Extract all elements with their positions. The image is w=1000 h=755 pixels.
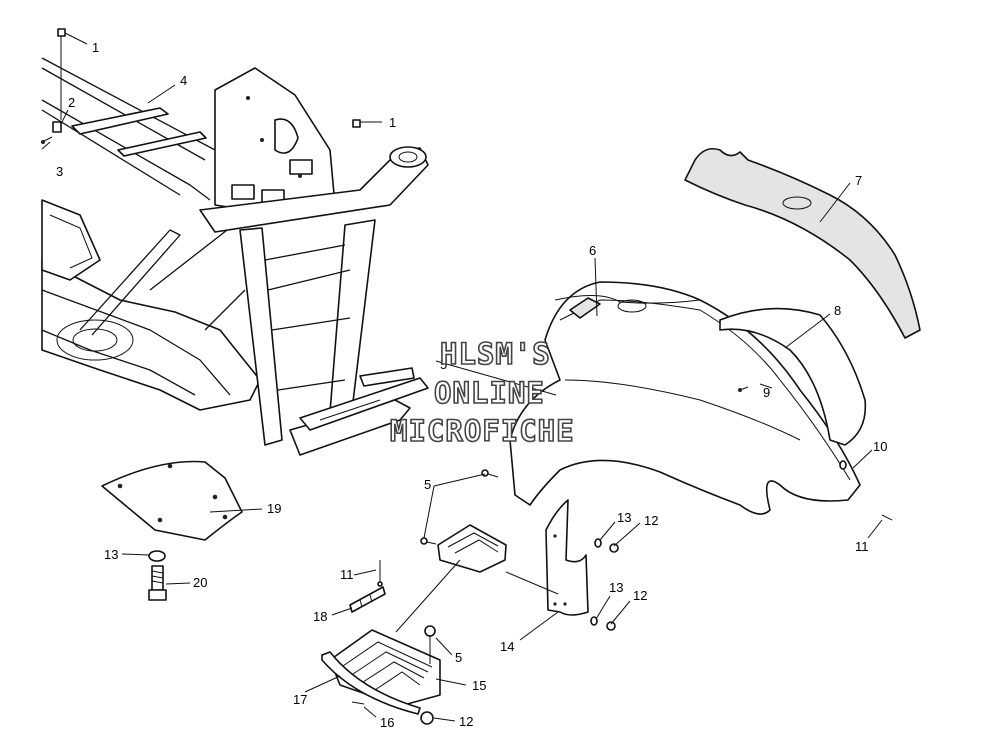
skid-plate-19 bbox=[101, 460, 243, 541]
callout-19: 19 bbox=[267, 501, 281, 516]
washer-13 bbox=[148, 550, 166, 562]
watermark-line-3: MICROFICHE bbox=[389, 413, 575, 449]
screw-10 bbox=[839, 460, 847, 470]
callout-12c: 12 bbox=[459, 714, 473, 729]
screw-9 bbox=[738, 386, 749, 392]
callout-4: 4 bbox=[180, 73, 187, 88]
bolt-5a bbox=[481, 469, 499, 478]
rail-18 bbox=[349, 586, 386, 613]
watermark-line-2: ONLINE bbox=[433, 375, 545, 411]
fender-liner-8 bbox=[719, 307, 867, 446]
footrest-rail-17 bbox=[321, 651, 421, 715]
callout-18: 18 bbox=[313, 609, 327, 624]
callout-9: 9 bbox=[763, 385, 770, 400]
callout-5a: 5 bbox=[440, 357, 447, 372]
callout-1a: 1 bbox=[92, 40, 99, 55]
callout-11a: 11 bbox=[855, 539, 869, 554]
tab-fastener-1a bbox=[57, 28, 88, 120]
callout-14: 14 bbox=[500, 639, 514, 654]
front-fender-6 bbox=[509, 281, 861, 515]
callout-20: 20 bbox=[193, 575, 207, 590]
callout-1b: 1 bbox=[389, 115, 396, 130]
callout-8: 8 bbox=[834, 303, 841, 318]
mud-flap-14 bbox=[545, 499, 589, 616]
washer-13c bbox=[590, 616, 598, 626]
bolt-5b bbox=[420, 537, 437, 545]
callout-3: 3 bbox=[56, 164, 63, 179]
callout-15: 15 bbox=[472, 678, 486, 693]
callout-17: 17 bbox=[293, 692, 307, 707]
screw-11b bbox=[377, 560, 383, 587]
callout-13c: 13 bbox=[609, 580, 623, 595]
callout-5b: 5 bbox=[424, 477, 431, 492]
watermark-line-1: HLSM'S bbox=[439, 336, 551, 372]
callout-6: 6 bbox=[589, 243, 596, 258]
bolt-5c bbox=[424, 625, 436, 664]
clip-2 bbox=[52, 109, 69, 133]
bolt-20 bbox=[148, 565, 167, 601]
top-panel-7 bbox=[684, 147, 921, 339]
callout-13b: 13 bbox=[104, 547, 118, 562]
screw-3 bbox=[41, 136, 53, 144]
callout-7: 7 bbox=[855, 173, 862, 188]
nut-12b bbox=[606, 621, 616, 631]
leader-lines bbox=[41, 84, 883, 722]
screw-11a bbox=[881, 514, 893, 521]
nut-12a bbox=[609, 543, 619, 553]
chassis-frame bbox=[41, 57, 429, 456]
callout-16: 16 bbox=[380, 715, 394, 730]
callout-10: 10 bbox=[873, 439, 887, 454]
footrest-pad bbox=[437, 524, 507, 573]
washer-13a bbox=[594, 538, 602, 548]
nut-12c bbox=[420, 711, 434, 725]
callout-2: 2 bbox=[68, 95, 75, 110]
callout-5c: 5 bbox=[455, 650, 462, 665]
callout-12a: 12 bbox=[644, 513, 658, 528]
callout-labels: 1 2 3 4 1 7 6 8 5 9 10 11 5 13 12 19 13 … bbox=[56, 40, 887, 730]
pin-16 bbox=[351, 701, 365, 705]
callout-13a: 13 bbox=[617, 510, 631, 525]
tab-fastener-1b bbox=[352, 119, 382, 128]
callout-12b: 12 bbox=[633, 588, 647, 603]
callout-11b: 11 bbox=[340, 567, 354, 582]
